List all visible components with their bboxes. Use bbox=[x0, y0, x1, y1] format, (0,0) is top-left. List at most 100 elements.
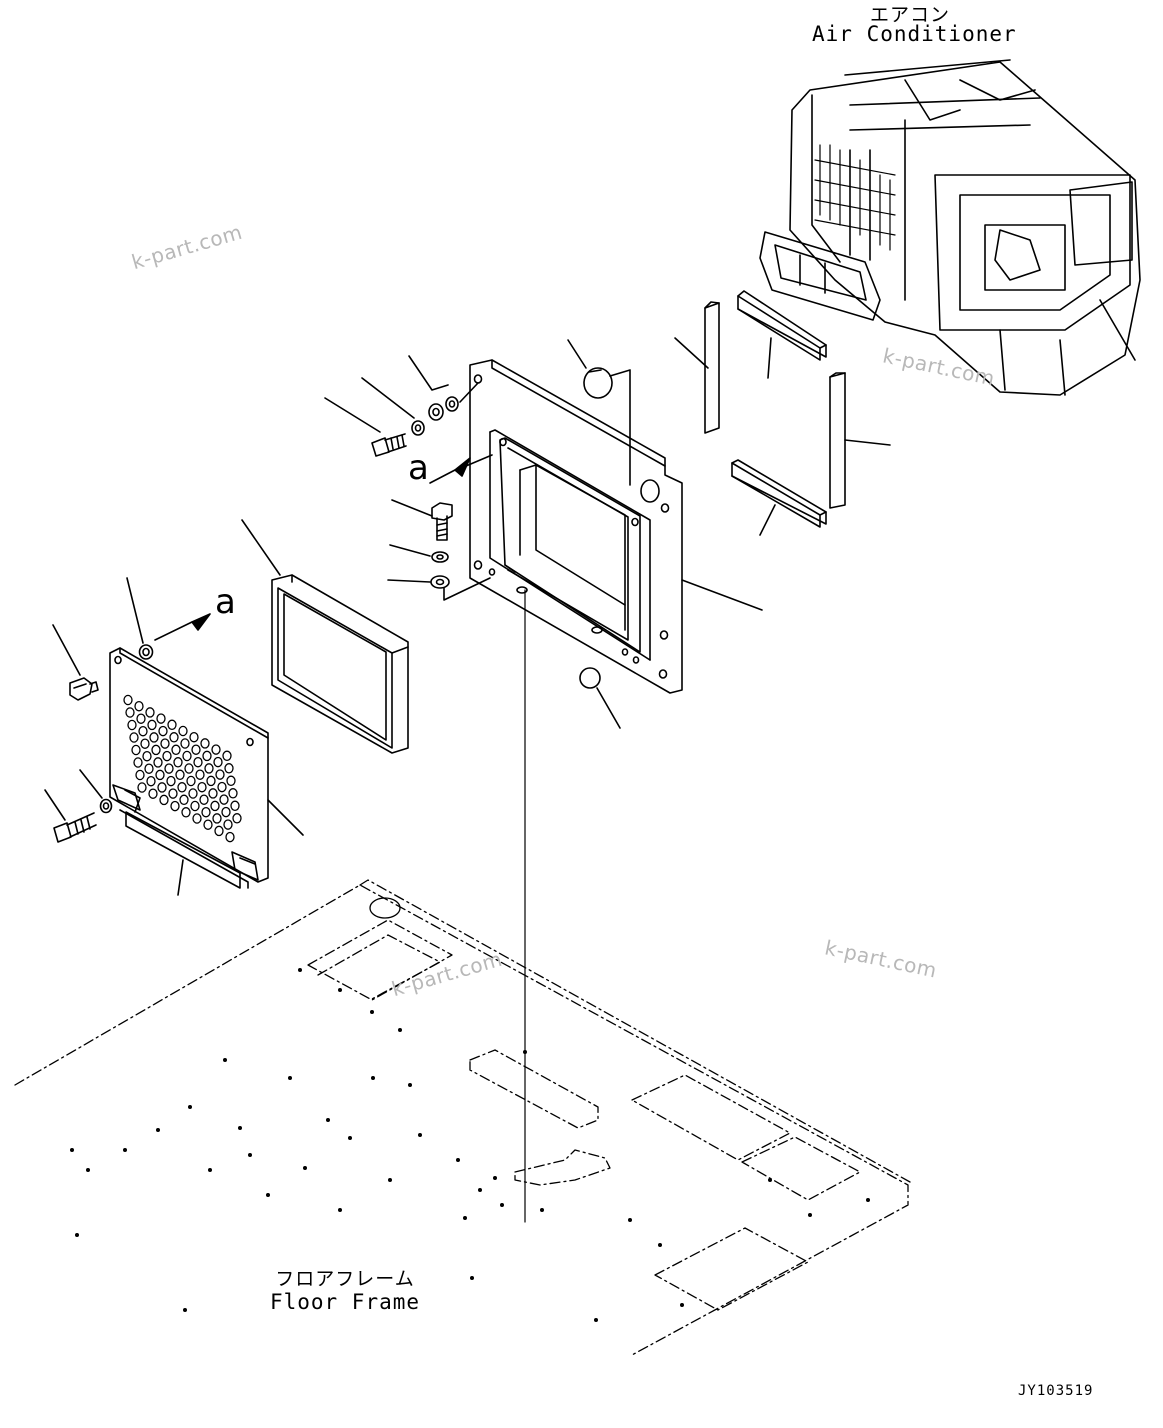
vent-hole bbox=[222, 750, 232, 762]
vent-hole bbox=[156, 713, 166, 724]
vent-hole bbox=[214, 825, 224, 837]
vent-hole bbox=[179, 794, 189, 806]
vent-hole bbox=[167, 719, 177, 731]
seal-leader-lines bbox=[674, 337, 891, 536]
vent-hole bbox=[221, 806, 231, 818]
vent-hole bbox=[170, 800, 180, 812]
vent-hole bbox=[158, 725, 168, 737]
vent-hole bbox=[137, 782, 147, 793]
floor-bolt-hole bbox=[398, 1028, 402, 1032]
vent-hole bbox=[181, 807, 191, 818]
vent-hole bbox=[148, 788, 158, 799]
vent-hole bbox=[138, 725, 148, 737]
vent-hole bbox=[182, 750, 192, 762]
floor-frame-label-en: Floor Frame bbox=[269, 1290, 421, 1314]
vent-hole bbox=[197, 781, 207, 793]
vent-hole bbox=[169, 732, 179, 743]
floor-bolt-hole bbox=[456, 1158, 460, 1162]
floor-bolt-hole bbox=[156, 1128, 160, 1132]
vent-hole bbox=[219, 794, 229, 805]
floor-bolt-hole bbox=[303, 1166, 307, 1170]
vent-hole bbox=[213, 756, 223, 768]
vent-hole bbox=[200, 738, 210, 749]
floor-bolt-hole bbox=[418, 1133, 422, 1137]
vent-hole bbox=[175, 769, 185, 781]
air-conditioner-unit bbox=[759, 59, 1141, 396]
vent-hole bbox=[135, 769, 145, 781]
reference-arrow-a-upper bbox=[429, 454, 493, 484]
vent-hole bbox=[136, 713, 146, 724]
cover-washer-lower bbox=[79, 769, 113, 814]
vent-hole bbox=[155, 769, 165, 781]
floor-bolt-hole bbox=[208, 1168, 212, 1172]
vent-hole bbox=[186, 775, 196, 787]
vent-hole bbox=[199, 794, 209, 805]
vent-hole bbox=[204, 763, 214, 774]
floor-bolt-hole bbox=[86, 1168, 90, 1172]
upper-lock-washer bbox=[361, 377, 425, 436]
vent-hole bbox=[208, 788, 218, 799]
reference-letter-a-upper: a bbox=[408, 448, 430, 488]
vent-hole bbox=[142, 750, 152, 762]
reference-arrow-a-lower bbox=[154, 613, 211, 641]
middle-bolt bbox=[391, 499, 453, 541]
seal-strip-left-vertical bbox=[704, 301, 720, 434]
seal-strip-top bbox=[737, 290, 827, 361]
vent-hole bbox=[230, 800, 240, 812]
vent-hole bbox=[211, 744, 221, 755]
cover-panel bbox=[109, 647, 304, 889]
floor-bolt-hole bbox=[493, 1176, 497, 1180]
vent-hole bbox=[226, 775, 236, 787]
rubber-plug-lower bbox=[579, 667, 621, 729]
vent-hole bbox=[125, 707, 135, 718]
filter-label-sheet bbox=[125, 811, 241, 896]
middle-washer-lower bbox=[387, 575, 491, 601]
vent-hole bbox=[134, 700, 144, 712]
floor-frame-label-jp: フロアフレーム bbox=[275, 1268, 415, 1290]
vent-hole bbox=[151, 744, 161, 756]
vent-hole bbox=[184, 763, 194, 774]
vent-hole bbox=[145, 707, 155, 718]
cover-panel-vent-holes bbox=[123, 694, 242, 843]
reference-letter-a-lower: a bbox=[215, 582, 237, 622]
vent-hole bbox=[202, 750, 212, 762]
floor-bolt-hole bbox=[338, 1208, 342, 1212]
floor-bolt-hole bbox=[248, 1153, 252, 1157]
vent-hole bbox=[177, 782, 187, 793]
floor-bolt-hole bbox=[123, 1148, 127, 1152]
vent-hole bbox=[146, 775, 156, 787]
upper-bolt bbox=[324, 397, 407, 457]
vent-hole bbox=[203, 819, 213, 830]
floor-bolt-hole bbox=[70, 1148, 74, 1152]
floor-bolt-hole bbox=[388, 1178, 392, 1182]
vent-hole bbox=[206, 775, 216, 787]
vent-hole bbox=[160, 738, 170, 749]
vent-hole bbox=[166, 775, 176, 787]
vent-hole bbox=[192, 813, 202, 824]
vent-hole bbox=[225, 831, 235, 843]
vent-hole bbox=[223, 819, 233, 830]
floor-bolt-hole bbox=[183, 1308, 187, 1312]
air-conditioner-label-jp: エアコン bbox=[869, 4, 950, 26]
floor-bolt-hole bbox=[540, 1208, 544, 1212]
vent-hole bbox=[195, 769, 205, 780]
floor-bolt-hole bbox=[768, 1178, 772, 1182]
floor-bolt-hole bbox=[348, 1136, 352, 1140]
floor-frame-bolt-holes bbox=[70, 968, 870, 1322]
vent-hole bbox=[189, 731, 199, 743]
air-conditioner-grille bbox=[814, 144, 896, 251]
floor-bolt-hole bbox=[288, 1076, 292, 1080]
vent-hole bbox=[171, 744, 181, 756]
floor-bolt-hole bbox=[500, 1203, 504, 1207]
cover-bolt bbox=[44, 789, 97, 843]
floor-bolt-hole bbox=[223, 1058, 227, 1062]
vent-hole bbox=[131, 744, 141, 756]
floor-bolt-hole bbox=[238, 1126, 242, 1130]
air-filter bbox=[241, 519, 409, 754]
floor-bolt-hole bbox=[594, 1318, 598, 1322]
middle-washer-upper bbox=[389, 544, 449, 563]
floor-bolt-hole bbox=[478, 1188, 482, 1192]
floor-bolt-hole bbox=[680, 1303, 684, 1307]
vent-hole bbox=[159, 794, 169, 806]
